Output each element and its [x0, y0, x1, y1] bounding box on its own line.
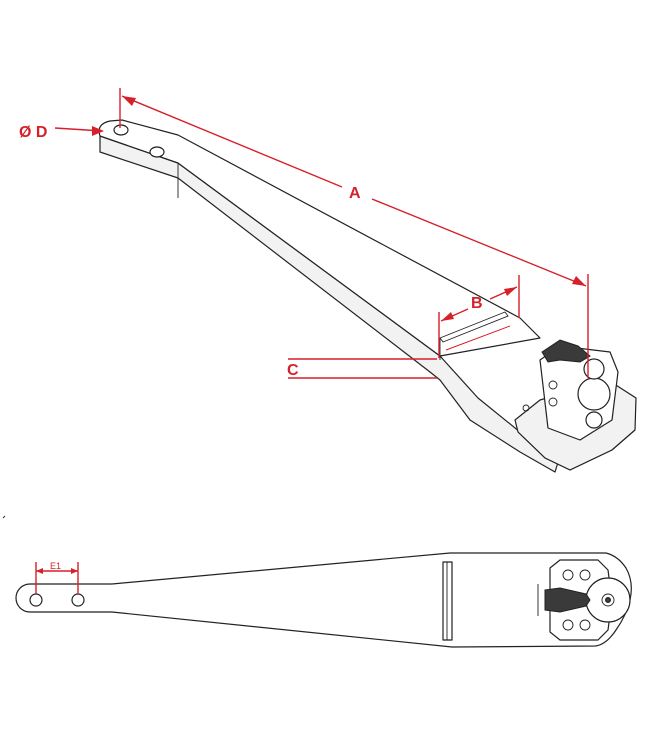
eye-hole [113, 124, 129, 136]
dim-label-e1: E1 [50, 561, 61, 571]
ball-top [583, 358, 605, 380]
dim-a-line-left [121, 95, 343, 188]
top-view-bolt-3 [562, 619, 574, 631]
top-view: E1 [15, 552, 632, 648]
bolt-side [522, 404, 530, 412]
ball-neck [585, 411, 603, 429]
top-view-bolt-4 [579, 619, 591, 631]
top-view-bolt-2 [579, 569, 591, 581]
dim-d-arrow [92, 126, 104, 136]
top-view-outline [15, 552, 632, 648]
dim-e1-arrow-right [71, 568, 78, 574]
isometric-view: A B C Ø D [19, 88, 637, 473]
coupling-plate-edge [517, 429, 636, 471]
top-slot [439, 311, 509, 343]
stray-mark [2, 515, 6, 519]
dim-b-arrow-right [504, 287, 517, 296]
dim-label-d: Ø D [19, 124, 47, 141]
dim-label-a: A [349, 185, 361, 202]
top-view-ball-outer [601, 593, 615, 607]
dim-a-line-right [371, 198, 587, 287]
top-view-hole-2 [71, 593, 85, 607]
dim-b-arrow-left [441, 312, 454, 321]
top-view-bolt-1 [562, 569, 574, 581]
top-view-hole-1 [29, 593, 43, 607]
mounting-hole [149, 146, 165, 158]
drawbar-top-face [98, 119, 541, 357]
bolt-lower [548, 397, 558, 407]
latch-handle [541, 339, 591, 363]
dim-a-arrow-left [122, 96, 136, 106]
top-view-slot [442, 561, 453, 641]
top-view-ball-centre [605, 597, 611, 603]
top-view-latch-handle [544, 587, 591, 613]
dim-label-b: B [471, 295, 483, 312]
drawbar-side-face [99, 135, 561, 473]
dim-b-inner-line [445, 325, 511, 351]
dim-e1-arrow-left [36, 568, 43, 574]
dim-a-arrow-right [572, 276, 586, 286]
bolt-upper [548, 380, 558, 390]
coupling-ball [577, 377, 611, 411]
dim-label-c: C [287, 362, 299, 379]
